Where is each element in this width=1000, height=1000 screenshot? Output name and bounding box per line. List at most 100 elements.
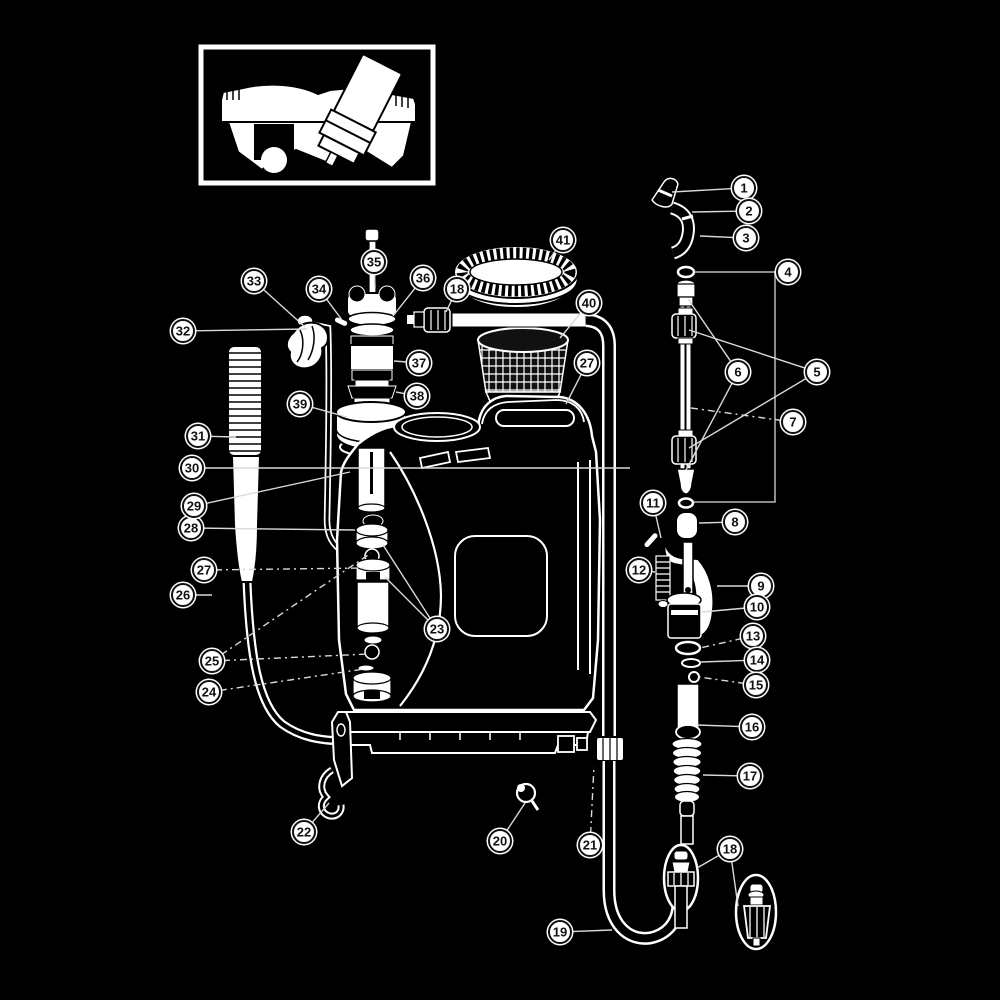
- leader-line-23: [382, 544, 432, 621]
- callout-38: 38: [403, 382, 431, 410]
- callout-15: 15: [742, 671, 770, 699]
- inset-pump-mount-detail: [198, 44, 436, 186]
- leader-line-27: [214, 567, 367, 571]
- callout-number: 39: [293, 397, 307, 412]
- callout-number: 38: [410, 389, 424, 404]
- callout-number: 17: [743, 769, 757, 784]
- leader-line-7: [690, 407, 783, 422]
- leader-line-17: [702, 774, 740, 777]
- callout-7: 7: [779, 408, 807, 436]
- callout-41: 41: [549, 226, 577, 254]
- lever-grip: [227, 345, 263, 457]
- callout-number: 24: [202, 685, 217, 700]
- lever-hook-grip: [285, 316, 349, 370]
- leader-line-35: [373, 272, 376, 289]
- callout-number: 37: [412, 356, 426, 371]
- callout-26: 26: [169, 581, 197, 609]
- pump-lever-assembly: [227, 345, 349, 746]
- callout-number: 23: [430, 622, 444, 637]
- leader-line-1: [671, 187, 734, 193]
- callout-32: 32: [169, 317, 197, 345]
- callout-number: 10: [750, 600, 764, 615]
- trigger-pin: [644, 533, 658, 548]
- valve-ball-15: [688, 671, 700, 683]
- o-ring-top: [676, 265, 696, 279]
- leader-line-10: [701, 607, 747, 613]
- o-ring-valve: [677, 497, 695, 509]
- callout-number: 40: [582, 296, 596, 311]
- inset-filter-detail-right: [734, 873, 778, 951]
- callout-number: 33: [247, 274, 261, 289]
- hose-grip: [671, 737, 703, 845]
- callout-12: 12: [625, 556, 653, 584]
- leader-line-5: [688, 377, 808, 449]
- callout-8: 8: [721, 508, 749, 536]
- callout-25: 25: [198, 647, 226, 675]
- callout-34: 34: [305, 275, 333, 303]
- callout-16: 16: [738, 713, 766, 741]
- callout-number: 30: [185, 461, 199, 476]
- spray-lance-assembly: [644, 177, 776, 845]
- leader-line-18: [696, 853, 721, 869]
- leader-line-28: [201, 527, 356, 531]
- hook-pin: [333, 316, 349, 327]
- leader-line-34: [324, 297, 343, 321]
- cutaway-edge: [389, 451, 443, 707]
- callout-number: 22: [297, 825, 311, 840]
- callout-17: 17: [736, 762, 764, 790]
- leader-line-3: [699, 235, 736, 239]
- callout-number: 13: [746, 629, 760, 644]
- pump-flange: [335, 401, 407, 423]
- callout-37: 37: [405, 349, 433, 377]
- callout-27-28: 27: [573, 349, 601, 377]
- leader-line-32: [193, 328, 308, 332]
- callout-number: 3: [742, 231, 749, 246]
- callout-number: 6: [734, 365, 741, 380]
- valve-cap: [675, 511, 699, 540]
- callout-number: 29: [187, 499, 201, 514]
- leader-line-25: [222, 653, 370, 662]
- callout-20: 20: [486, 827, 514, 855]
- leader-line-29: [204, 471, 351, 505]
- interior-pump-cylinder: [352, 447, 392, 703]
- callout-11: 11: [639, 489, 667, 517]
- o-ring-14: [681, 658, 701, 668]
- carry-handle-slot: [495, 409, 575, 427]
- callout-2: 2: [735, 197, 763, 225]
- callout-5: 5: [803, 358, 831, 386]
- check-ball-lower: [364, 644, 380, 660]
- callout-number: 25: [205, 654, 219, 669]
- callout-33: 33: [240, 267, 268, 295]
- callout-13: 13: [739, 622, 767, 650]
- callout-number: 9: [757, 579, 764, 594]
- callout-number: 41: [556, 233, 570, 248]
- callout-39: 39: [286, 390, 314, 418]
- leader-line-13: [699, 637, 743, 649]
- callout-22: 22: [290, 818, 318, 846]
- callout-number: 28: [184, 521, 198, 536]
- callout-23: 23: [423, 615, 451, 643]
- callout-number: 18: [723, 842, 737, 857]
- leader-line-11: [654, 513, 662, 539]
- callout-28: 28: [177, 514, 205, 542]
- callout-number: 27: [580, 356, 594, 371]
- leader-line-23: [384, 576, 430, 622]
- tank-cap: [453, 245, 579, 311]
- callout-number: 1: [740, 181, 747, 196]
- callout-21: 21: [576, 831, 604, 859]
- leader-line-6: [685, 381, 734, 471]
- callout-30: 30: [178, 454, 206, 482]
- inset-filter-detail-left: [662, 843, 700, 929]
- callout-number: 27: [197, 563, 211, 578]
- tank-body: [335, 394, 602, 712]
- callout-number: 4: [784, 265, 792, 280]
- callout-36: 36: [409, 264, 437, 292]
- callout-number: 7: [789, 415, 796, 430]
- filler-neck: [393, 412, 481, 442]
- callout-number: 8: [731, 515, 738, 530]
- callout-35: 35: [360, 248, 388, 276]
- callout-18-17: 18: [443, 275, 471, 303]
- callout-31: 31: [184, 422, 212, 450]
